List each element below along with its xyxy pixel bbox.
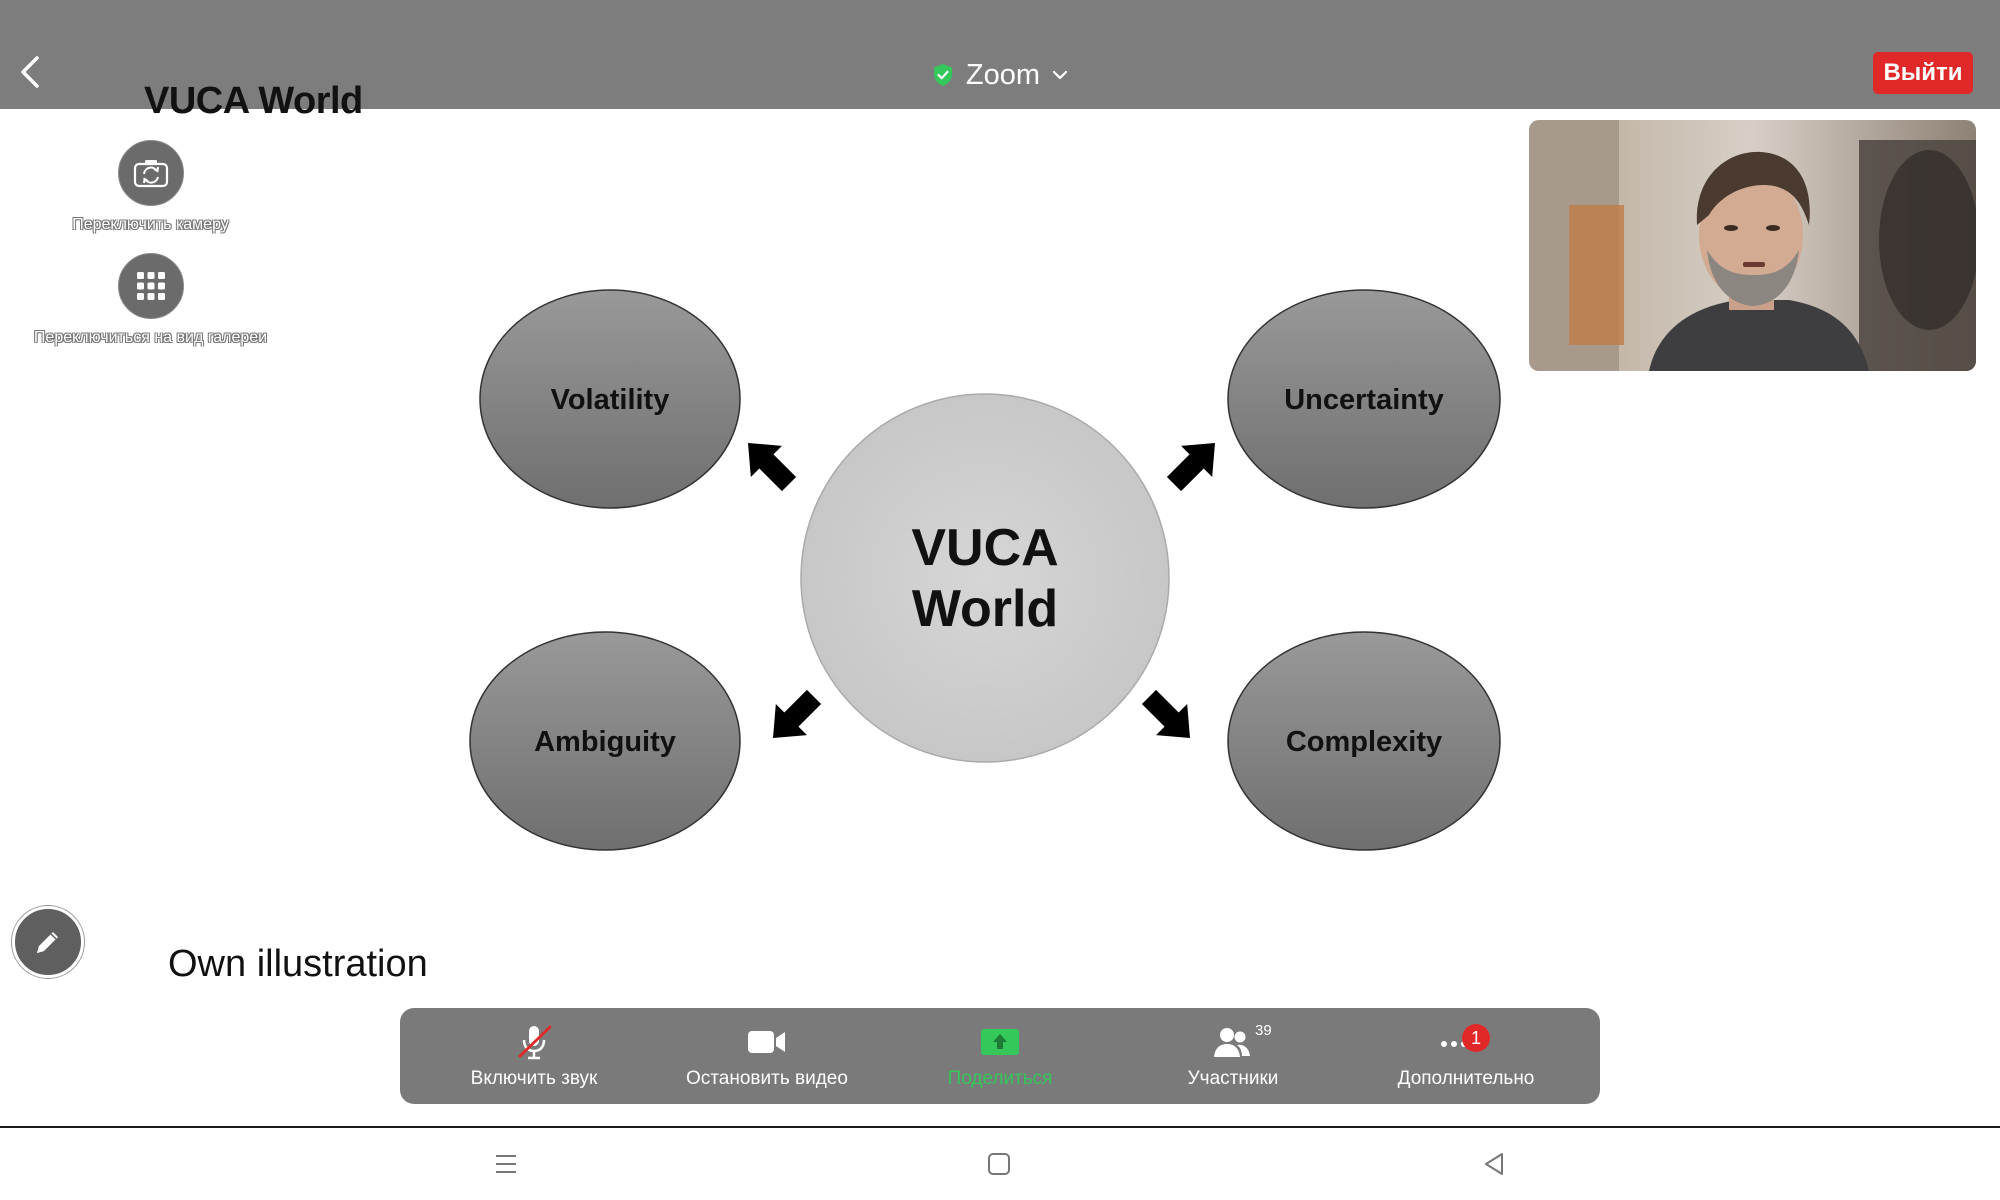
more-icon-wrap: 1 [1436,1022,1496,1062]
pencil-icon [37,932,58,953]
participant-video-image [1529,120,1976,371]
switch-camera-button[interactable] [117,140,184,206]
share-button[interactable]: Поделиться [890,1008,1110,1104]
center-label-line2: World [912,580,1058,638]
meeting-toolbar: Включить звук Остановить видео Поделитьс… [400,1008,1600,1104]
stop-video-button[interactable]: Остановить видео [657,1008,877,1104]
video-icon-wrap [747,1022,787,1062]
mic-muted-icon [518,1025,552,1060]
share-screen-icon [981,1029,1019,1055]
shield-check-icon [933,64,952,86]
notification-badge: 1 [1462,1024,1490,1052]
camera-switch-icon [133,160,168,188]
people-icon [1214,1028,1250,1057]
slide-title: VUCA World [144,80,363,122]
meeting-title-group: Zoom [0,55,2000,95]
arrow-down-right [1133,681,1206,754]
switch-camera-control[interactable]: Переключить камеру [48,140,253,234]
unmute-button[interactable]: Включить звук [424,1008,644,1104]
arrow-down-left [757,681,830,754]
participants-label: Участники [1187,1068,1279,1089]
participants-button[interactable]: 39 Участники [1123,1008,1343,1104]
switch-camera-label: Переключить камеру [72,216,229,233]
share-label: Поделиться [947,1068,1053,1089]
back-triangle-icon [1485,1153,1503,1175]
nav-recents-button[interactable] [484,1142,528,1186]
stop-video-label: Остановить видео [686,1068,848,1089]
leave-button[interactable]: Выйти [1873,52,1973,94]
more-button[interactable]: 1 Дополнительно [1356,1008,1576,1104]
share-icon-wrap [980,1022,1020,1062]
nav-home-button[interactable] [977,1142,1021,1186]
menu-icon [496,1155,516,1173]
gallery-view-control[interactable]: Переключиться на вид галереи [8,253,293,347]
gallery-view-label: Переключиться на вид галереи [33,329,268,346]
chevron-left-icon [21,56,39,88]
nav-back-button[interactable] [1472,1142,1516,1186]
center-label-line1: VUCA [911,519,1058,577]
participant-video[interactable] [1529,120,1976,371]
slide-caption: Own illustration [168,943,428,985]
system-nav-bar [0,1128,2000,1200]
top-bar: Zoom Выйти [0,0,2000,109]
home-square-icon [988,1153,1010,1175]
unmute-label: Включить звук [470,1068,598,1089]
node-uncertainty-label: Uncertainty [1284,384,1444,416]
arrow-up-left [732,427,805,500]
node-volatility-label: Volatility [551,384,670,416]
node-ambiguity [469,631,741,851]
mic-icon-wrap [514,1022,554,1062]
chevron-down-icon[interactable] [1052,69,1068,81]
gallery-view-button[interactable] [117,253,184,319]
meeting-title[interactable]: Zoom [965,58,1041,91]
participants-count: 39 [1255,1022,1272,1039]
grid-icon [136,272,165,300]
node-complexity-label: Complexity [1286,726,1442,758]
annotate-button[interactable] [12,906,84,978]
center-circle [800,393,1170,763]
video-camera-icon [748,1031,785,1053]
node-volatility [479,289,741,509]
arrow-up-right [1158,427,1231,500]
node-complexity [1227,631,1501,851]
nav-divider [0,1126,2000,1128]
participants-icon-wrap: 39 [1213,1022,1272,1062]
node-ambiguity-label: Ambiguity [534,726,676,758]
node-uncertainty [1227,289,1501,509]
more-label: Дополнительно [1397,1068,1535,1089]
back-button[interactable] [10,50,50,94]
